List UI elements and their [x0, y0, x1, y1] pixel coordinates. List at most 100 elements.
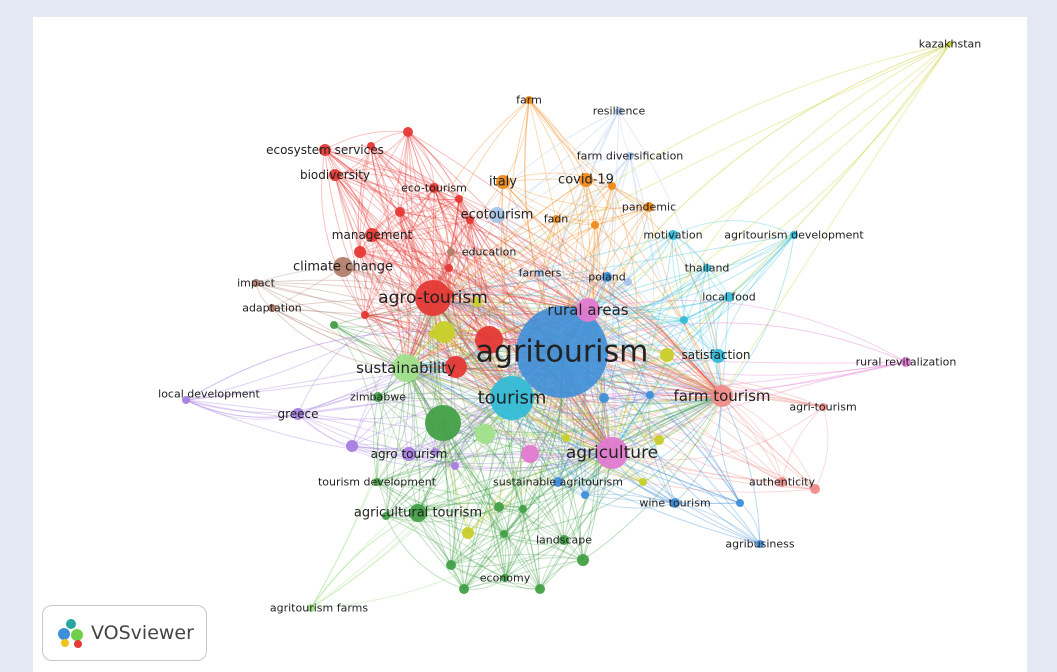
node-ecosystem-services[interactable] [319, 144, 331, 156]
node-agricultural-tourism[interactable] [409, 504, 427, 522]
node-adaptation[interactable] [268, 304, 276, 312]
node-label-agro-tourism2[interactable]: agro tourism [371, 447, 448, 461]
node-label-agri-tourism[interactable]: agri-tourism [789, 401, 856, 414]
network-node[interactable] [519, 505, 527, 513]
node-zimbabwe[interactable] [373, 392, 383, 402]
network-node[interactable] [446, 560, 456, 570]
node-sustainable-agritourism[interactable] [553, 477, 563, 487]
node-landscape[interactable] [559, 535, 569, 545]
network-node[interactable] [455, 195, 463, 203]
node-farmers[interactable] [536, 269, 544, 277]
network-node[interactable] [459, 584, 469, 594]
node-authenticity[interactable] [777, 477, 787, 487]
node-thailand[interactable] [703, 264, 711, 272]
network-node[interactable] [425, 405, 461, 441]
network-node[interactable] [736, 499, 744, 507]
node-label-farm[interactable]: farm [516, 94, 542, 107]
node-local-food[interactable] [724, 292, 734, 302]
node-label-management[interactable]: management [332, 228, 413, 242]
node-motivation[interactable] [668, 230, 678, 240]
network-node[interactable] [608, 182, 616, 190]
network-node[interactable] [330, 321, 338, 329]
node-label-farmers[interactable]: farmers [519, 267, 562, 280]
node-farm[interactable] [525, 96, 533, 104]
network-node[interactable] [433, 321, 455, 343]
network-node[interactable] [591, 221, 599, 229]
node-label-landscape[interactable]: landscape [536, 534, 592, 547]
node-label-rural-revitalization[interactable]: rural revitalization [856, 356, 957, 369]
node-label-resilience[interactable]: resilience [593, 105, 646, 118]
node-fadn[interactable] [552, 215, 560, 223]
node-kazakhstan[interactable] [947, 41, 953, 47]
node-agritourism-farms[interactable] [307, 604, 315, 612]
node-agritourism-development[interactable] [790, 231, 798, 239]
network-node[interactable] [810, 484, 820, 494]
network-node[interactable] [639, 478, 647, 486]
node-ecotourism[interactable] [489, 207, 505, 223]
network-node[interactable] [475, 424, 495, 444]
node-agro-tourism[interactable] [415, 280, 451, 316]
node-tourism[interactable] [490, 376, 534, 420]
node-economy[interactable] [501, 574, 509, 582]
network-node[interactable] [445, 356, 467, 378]
network-node[interactable] [562, 434, 570, 442]
node-label-impact[interactable]: impact [237, 277, 276, 290]
node-label-economy[interactable]: economy [480, 572, 531, 585]
node-label-biodiversity[interactable]: biodiversity [300, 168, 370, 182]
node-satisfaction[interactable] [660, 348, 674, 362]
node-tourism-development[interactable] [373, 478, 381, 486]
node-label-farm-diversification[interactable]: farm diversification [577, 150, 684, 163]
node-label-authenticity[interactable]: authenticity [749, 476, 816, 489]
network-node[interactable] [680, 316, 688, 324]
node-agritourism[interactable] [516, 306, 608, 398]
node-label-agritourism[interactable]: agritourism [476, 335, 649, 370]
node-management[interactable] [365, 228, 379, 242]
node-label-rural-areas[interactable]: rural areas [547, 301, 628, 319]
node-label-agriculture[interactable]: agriculture [566, 443, 658, 463]
network-node[interactable] [382, 512, 390, 520]
node-label-agro-tourism[interactable]: agro-tourism [378, 288, 488, 308]
node-pandemic[interactable] [644, 202, 654, 212]
node-label-agritourism-development[interactable]: agritourism development [724, 229, 864, 242]
node-label-local-food[interactable]: local food [702, 291, 755, 304]
node-label-education[interactable]: education [462, 246, 517, 259]
network-node[interactable] [429, 330, 437, 338]
node-label-greece[interactable]: greece [277, 407, 318, 421]
node-label-tourism[interactable]: tourism [478, 388, 547, 409]
node-label-eco-tourism[interactable]: eco-tourism [401, 182, 467, 195]
node-agro-tourism2[interactable] [402, 447, 416, 461]
network-node[interactable] [472, 297, 482, 307]
node-greece[interactable] [292, 408, 304, 420]
network-node[interactable] [354, 246, 366, 258]
node-sustainability[interactable] [392, 354, 420, 382]
node-label-farm-tourism[interactable]: farm tourism [673, 387, 770, 405]
network-node[interactable] [431, 448, 439, 456]
node-label-climate-change[interactable]: climate change [293, 260, 393, 275]
node-label-zimbabwe[interactable]: zimbabwe [350, 391, 406, 404]
node-label-tourism-development[interactable]: tourism development [318, 476, 437, 489]
node-label-local-development[interactable]: local development [158, 388, 260, 401]
node-farm-diversification[interactable] [626, 152, 634, 160]
network-node[interactable] [577, 554, 589, 566]
node-poland[interactable] [602, 272, 612, 282]
node-agriculture[interactable] [596, 437, 628, 469]
network-node[interactable] [624, 278, 632, 286]
node-local-development[interactable] [182, 396, 190, 404]
network-node[interactable] [711, 349, 725, 363]
network-node[interactable] [346, 440, 358, 452]
node-label-italy[interactable]: italy [489, 175, 517, 190]
node-covid[interactable] [579, 173, 593, 187]
node-climate-change[interactable] [333, 257, 353, 277]
network-node[interactable] [395, 207, 405, 217]
node-label-motivation[interactable]: motivation [643, 229, 702, 242]
node-label-thailand[interactable]: thailand [685, 262, 730, 275]
node-label-agritourism-farms[interactable]: agritourism farms [270, 602, 368, 615]
node-label-ecotourism[interactable]: ecotourism [461, 208, 534, 223]
network-node[interactable] [367, 142, 375, 150]
node-agribusiness[interactable] [756, 540, 764, 548]
network-node[interactable] [475, 326, 503, 354]
node-rural-areas[interactable] [576, 298, 600, 322]
network-node[interactable] [451, 462, 459, 470]
node-eco-tourism[interactable] [429, 183, 439, 193]
